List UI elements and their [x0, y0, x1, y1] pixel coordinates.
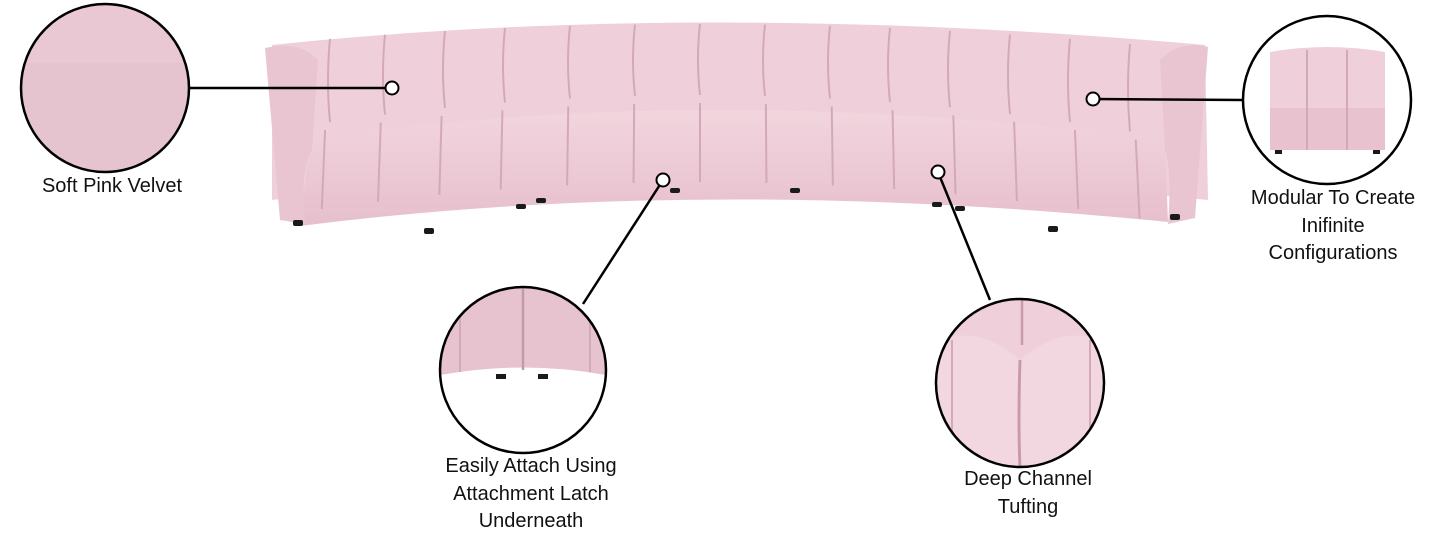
channel-seam — [632, 24, 636, 183]
label-line: Attachment Latch — [453, 482, 609, 505]
channel-tufting-detail-circle — [930, 164, 1106, 469]
channel-seam — [947, 30, 957, 195]
label-line: Configurations — [1268, 242, 1398, 264]
label-line: Tufting — [997, 495, 1059, 518]
channel-seam — [377, 34, 386, 202]
modular-detail-circle — [1085, 14, 1413, 186]
sofa — [265, 22, 1208, 234]
channel-seam — [1007, 34, 1018, 202]
channel-seam — [697, 23, 701, 182]
label-line: Underneath — [478, 510, 584, 532]
channel-seam — [566, 25, 571, 186]
label-soft-pink-velvet: Soft Pink Velvet — [42, 173, 182, 201]
label-line: Deep Channel — [964, 468, 1092, 490]
label-line: Soft Pink Velvet — [41, 175, 183, 197]
channel-seam — [1067, 38, 1080, 210]
channel-seam — [827, 25, 834, 186]
label-line: Inifinite — [1301, 214, 1365, 237]
velvet-detail-circle — [19, 2, 400, 174]
attachment-latch-detail-circle — [438, 172, 671, 455]
channel-seam — [499, 28, 506, 190]
channel-seam — [320, 38, 331, 210]
channel-seam — [762, 24, 768, 183]
label-attach-latch: Easily Attach Using Attachment Latch Und… — [445, 453, 616, 536]
channel-seam — [1127, 43, 1141, 219]
label-deep-channel: Deep Channel Tufting — [964, 466, 1092, 521]
channel-seam — [887, 27, 896, 190]
channel-seam — [438, 30, 446, 195]
label-line: Modular To Create — [1250, 187, 1416, 209]
label-line: Easily Attach Using — [445, 455, 617, 477]
label-modular: Modular To Create Inifinite Configuratio… — [1251, 185, 1415, 268]
